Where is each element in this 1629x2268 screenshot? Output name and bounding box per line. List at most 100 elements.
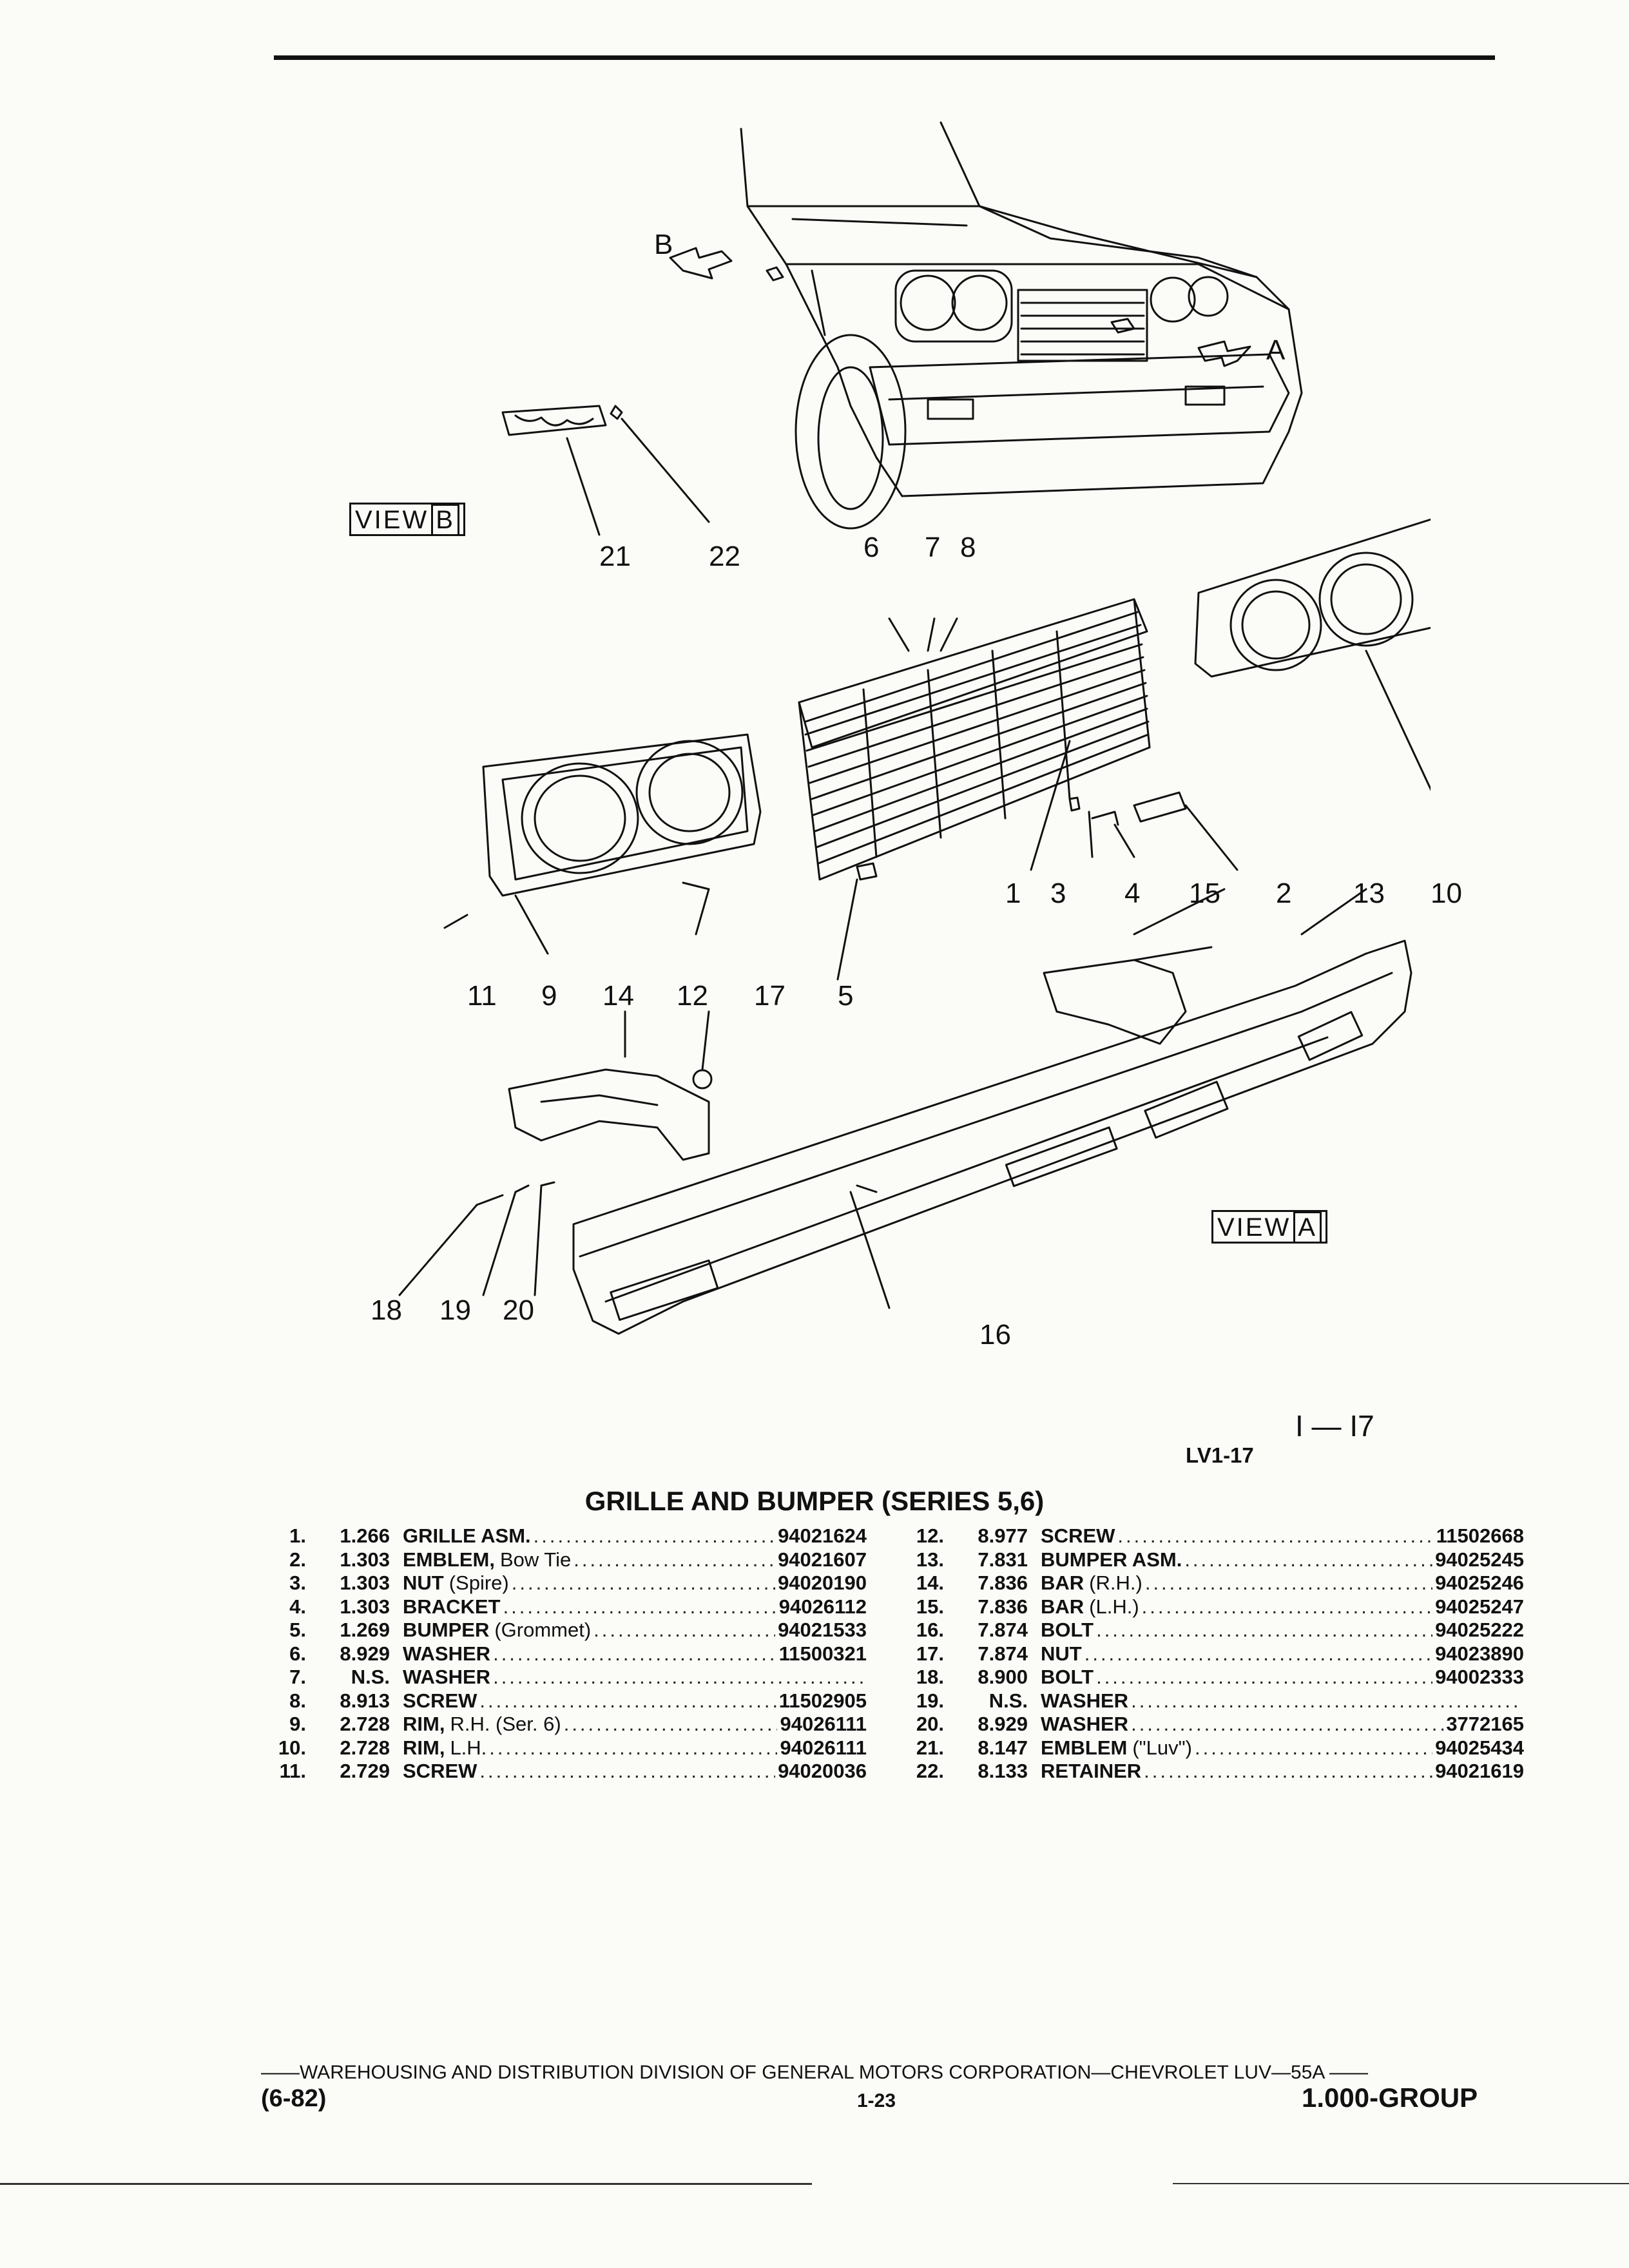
dot-leader: ........................................… (1144, 1760, 1432, 1782)
callout-8: 8 (960, 532, 976, 563)
part-number: 22. (916, 1760, 944, 1782)
part-reference: 7.874 (978, 1619, 1028, 1641)
part-reference: N.S. (351, 1666, 390, 1688)
catalog-part-number: 94021607 (778, 1548, 867, 1571)
part-number: 6. (289, 1642, 306, 1665)
leader-lines (624, 617, 1367, 1071)
catalog-part-number: 94025245 (1435, 1548, 1524, 1571)
part-number: 8. (289, 1689, 306, 1712)
part-number: 9. (289, 1713, 306, 1735)
part-name: WASHER (403, 1642, 491, 1665)
part-reference: 1.266 (340, 1524, 390, 1547)
part-row: 7.N.S.WASHER............................… (261, 1666, 867, 1689)
view-a-word: VIEW (1217, 1213, 1291, 1242)
part-number: 5. (289, 1619, 306, 1641)
part-name: GRILLE ASM. (403, 1524, 531, 1547)
part-reference: 1.269 (340, 1619, 390, 1641)
dot-leader: ........................................… (1141, 1595, 1432, 1618)
part-number: 1. (289, 1524, 306, 1547)
callout-18: 18 (371, 1294, 402, 1326)
dot-leader: ........................................… (574, 1548, 776, 1571)
part-number: 12. (916, 1524, 944, 1547)
part-reference: 8.929 (340, 1642, 390, 1665)
part-number: 13. (916, 1548, 944, 1571)
callout-7: 7 (925, 532, 941, 563)
parts-list-left: 1. 1.266 GRILLE ASM.......................… (261, 1524, 867, 1783)
dot-leader: ........................................… (479, 1689, 776, 1712)
part-reference: 7.836 (978, 1595, 1028, 1618)
dot-leader: ........................................… (493, 1642, 776, 1665)
callout-1: 1 (1005, 878, 1021, 909)
dot-leader: ........................................… (1117, 1524, 1434, 1547)
truck-front-drawing (740, 121, 1303, 530)
left-headlamp-rim-drawing (443, 733, 762, 955)
part-name: RIM, (403, 1713, 445, 1735)
part-name: RIM, (403, 1736, 445, 1759)
catalog-part-number: 94023890 (1435, 1642, 1524, 1665)
catalog-part-number: 11502905 (778, 1689, 867, 1712)
part-number: 21. (916, 1736, 944, 1759)
figure-code: LV1-17 (1186, 1443, 1254, 1467)
callout-21: 21 (599, 541, 631, 572)
part-reference: 7.874 (978, 1642, 1028, 1665)
part-number: 20. (916, 1713, 944, 1735)
part-reference: 1.303 (340, 1595, 390, 1618)
catalog-part-number: 94025247 (1435, 1595, 1524, 1618)
dot-leader: ........................................… (1084, 1642, 1432, 1665)
bottom-rule-left (0, 2183, 812, 2185)
catalog-part-number: 94026112 (778, 1595, 867, 1618)
part-qualifier: (Grommet) (494, 1619, 592, 1641)
dot-leader: ........................................… (533, 1524, 776, 1547)
part-number: 18. (916, 1666, 944, 1688)
catalog-part-number: 94021624 (778, 1524, 867, 1547)
dot-leader: ........................................… (511, 1571, 775, 1594)
part-name: WASHER (403, 1666, 491, 1688)
part-name: BOLT (1041, 1666, 1094, 1688)
catalog-part-number: 94025222 (1435, 1619, 1524, 1641)
callout-13: 13 (1353, 878, 1385, 909)
part-row: 19.N.S.WASHER...........................… (899, 1689, 1524, 1713)
dot-leader: ........................................… (1144, 1571, 1432, 1594)
callout-17: 17 (754, 980, 786, 1012)
part-name: SCREW (403, 1689, 477, 1712)
dot-leader: ........................................… (1131, 1713, 1444, 1735)
part-name: EMBLEM (1041, 1736, 1128, 1759)
catalog-part-number: 94025434 (1435, 1736, 1524, 1759)
bumper-drawing (572, 939, 1412, 1335)
part-reference: 2.728 (340, 1713, 390, 1735)
part-name: BUMPER ASM. (1041, 1548, 1182, 1571)
part-number: 14. (916, 1571, 944, 1594)
part-name: EMBLEM, (403, 1548, 495, 1571)
footer-group: 1.000-GROUP (1302, 2082, 1478, 2113)
part-name: NUT (403, 1571, 444, 1594)
catalog-part-number: 94002333 (1435, 1666, 1524, 1688)
part-name: SCREW (403, 1760, 477, 1782)
right-headlamp-rim-drawing (1194, 518, 1431, 791)
catalog-part-number: 11502668 (1436, 1524, 1524, 1547)
part-number: 4. (289, 1595, 306, 1618)
view-b-word: VIEW (355, 506, 429, 534)
part-reference: 8.977 (978, 1524, 1028, 1547)
part-reference: 1.303 (340, 1548, 390, 1571)
part-number: 19. (916, 1689, 944, 1712)
catalog-part-number: 94021533 (778, 1619, 867, 1641)
callout-12: 12 (677, 980, 708, 1012)
part-qualifier: R.H. (Ser. 6) (450, 1713, 561, 1735)
callout-10: 10 (1431, 878, 1462, 909)
part-name: BOLT (1041, 1619, 1094, 1641)
catalog-part-number: 94020190 (778, 1571, 867, 1594)
